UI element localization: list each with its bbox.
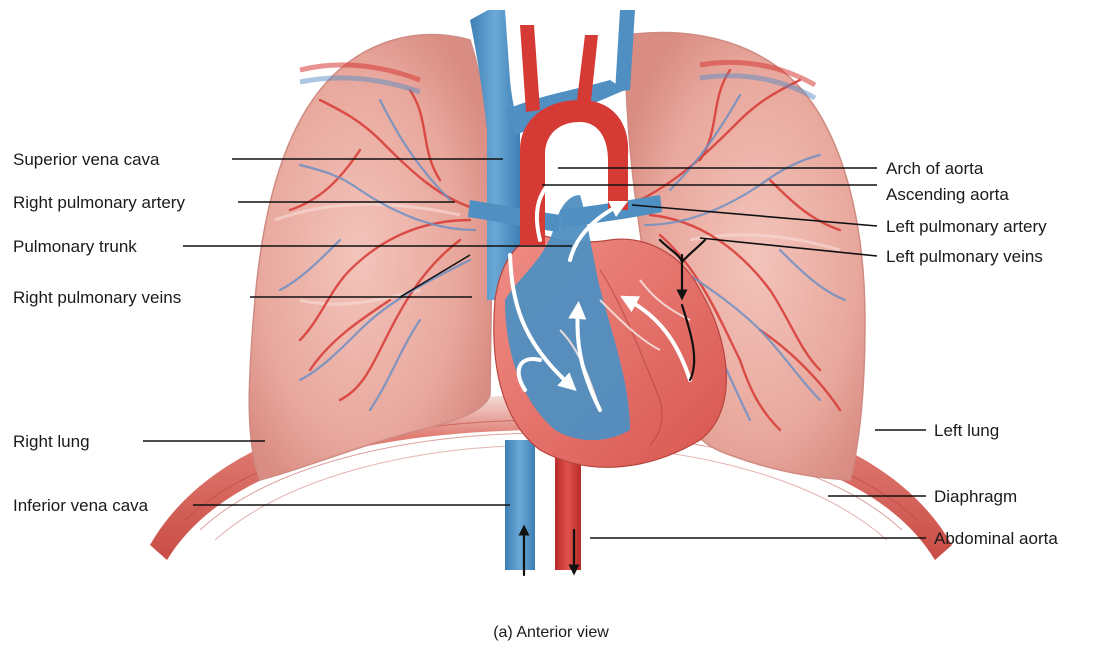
label-right-pulmonary-artery: Right pulmonary artery [13, 193, 185, 212]
label-left-lung: Left lung [934, 421, 999, 440]
label-left-pulmonary-veins: Left pulmonary veins [886, 247, 1043, 266]
label-inferior-vena-cava: Inferior vena cava [13, 496, 149, 515]
label-diaphragm: Diaphragm [934, 487, 1017, 506]
labels-left: Superior vena cava Right pulmonary arter… [13, 150, 185, 515]
label-pulmonary-trunk: Pulmonary trunk [13, 237, 137, 256]
label-superior-vena-cava: Superior vena cava [13, 150, 160, 169]
label-right-pulmonary-veins: Right pulmonary veins [13, 288, 181, 307]
labels-right: Arch of aorta Ascending aorta Left pulmo… [886, 159, 1058, 548]
right-lung-illustration [249, 34, 492, 480]
label-left-pulmonary-artery: Left pulmonary artery [886, 217, 1047, 236]
label-ascending-aorta: Ascending aorta [886, 185, 1009, 204]
figure-caption: (a) Anterior view [493, 624, 609, 641]
label-right-lung: Right lung [13, 432, 90, 451]
label-abdominal-aorta: Abdominal aorta [934, 529, 1058, 548]
label-arch-of-aorta: Arch of aorta [886, 159, 984, 178]
